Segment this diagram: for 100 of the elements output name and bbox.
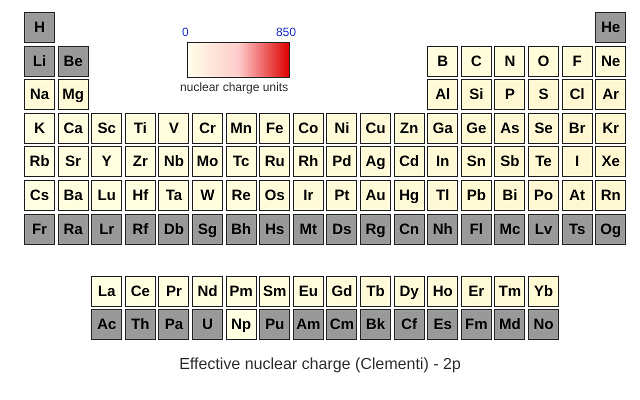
element-cell bbox=[460, 180, 492, 211]
element-symbol: F bbox=[572, 52, 582, 70]
element-cell bbox=[494, 309, 526, 340]
element-cell bbox=[562, 214, 593, 245]
element-symbol: Cu bbox=[366, 120, 386, 137]
element-cell bbox=[158, 214, 190, 245]
element-cell bbox=[124, 146, 156, 178]
element-cell bbox=[58, 46, 89, 77]
element-cell bbox=[259, 309, 290, 340]
element-symbol: Hf bbox=[132, 187, 148, 204]
element-symbol: Re bbox=[232, 187, 251, 204]
element-cell bbox=[326, 214, 358, 245]
element-cell bbox=[427, 112, 458, 144]
element-symbol: N bbox=[504, 52, 516, 70]
element-cell bbox=[360, 309, 391, 340]
element-symbol: Hg bbox=[399, 187, 420, 204]
element-symbol: Dy bbox=[400, 282, 419, 300]
element-symbol: Pu bbox=[265, 316, 284, 334]
element-symbol: C bbox=[470, 52, 482, 70]
element-symbol: Rg bbox=[366, 220, 386, 238]
element-cell bbox=[326, 309, 358, 340]
element-cell bbox=[394, 309, 425, 340]
element-symbol: Co bbox=[298, 120, 318, 137]
element-symbol: Au bbox=[366, 187, 386, 204]
element-cell bbox=[562, 112, 593, 144]
element-symbol: Gd bbox=[331, 282, 352, 300]
element-symbol: Cr bbox=[199, 120, 216, 137]
element-cell bbox=[394, 146, 425, 178]
element-symbol: Zr bbox=[132, 153, 148, 170]
element-cell bbox=[494, 276, 526, 307]
element-cell bbox=[427, 180, 458, 211]
element-cell bbox=[427, 46, 458, 77]
element-cell bbox=[259, 146, 290, 178]
element-cell bbox=[124, 309, 156, 340]
element-cell bbox=[595, 12, 626, 43]
element-symbol: Cf bbox=[401, 316, 417, 334]
element-cell bbox=[192, 276, 223, 307]
element-symbol: Es bbox=[434, 316, 452, 334]
element-cell bbox=[360, 180, 391, 211]
element-cell bbox=[192, 214, 223, 245]
element-cell bbox=[595, 214, 626, 245]
element-symbol: Ar bbox=[602, 86, 620, 104]
element-symbol: Tc bbox=[232, 153, 250, 170]
element-cell bbox=[158, 146, 190, 178]
element-cell bbox=[528, 112, 559, 144]
element-cell bbox=[292, 180, 324, 211]
element-symbol: Fm bbox=[465, 316, 488, 334]
element-symbol: Tl bbox=[436, 187, 450, 204]
element-cell bbox=[124, 214, 156, 245]
element-cell bbox=[91, 180, 122, 211]
element-symbol: Kr bbox=[602, 120, 620, 137]
element-cell bbox=[494, 180, 526, 211]
element-symbol: Og bbox=[600, 220, 622, 238]
element-symbol: Nh bbox=[432, 220, 453, 238]
element-symbol: Mc bbox=[499, 220, 520, 238]
element-cell bbox=[394, 112, 425, 144]
element-symbol: Li bbox=[32, 52, 46, 70]
element-symbol: Ni bbox=[334, 120, 350, 137]
element-symbol: Sc bbox=[98, 120, 116, 137]
element-cell bbox=[460, 79, 492, 110]
element-symbol: Sr bbox=[65, 153, 82, 170]
element-cell bbox=[326, 276, 358, 307]
element-cell bbox=[91, 309, 122, 340]
element-cell bbox=[24, 79, 55, 110]
element-symbol: La bbox=[98, 282, 116, 300]
element-cell bbox=[595, 46, 626, 77]
element-symbol: Sn bbox=[466, 153, 486, 170]
element-cell bbox=[360, 276, 391, 307]
element-cell bbox=[460, 46, 492, 77]
element-symbol: Y bbox=[102, 153, 112, 170]
element-symbol: Lr bbox=[99, 220, 114, 238]
element-symbol: Nb bbox=[164, 153, 184, 170]
element-symbol: Db bbox=[164, 220, 184, 238]
element-symbol: Eu bbox=[298, 282, 318, 300]
element-symbol: Al bbox=[435, 86, 450, 104]
element-cell bbox=[158, 309, 190, 340]
element-symbol: Am bbox=[296, 316, 320, 334]
element-cell bbox=[394, 276, 425, 307]
element-symbol: Pr bbox=[166, 282, 182, 300]
element-cell bbox=[427, 79, 458, 110]
element-cell bbox=[226, 146, 257, 178]
scale-min-label: 0 bbox=[182, 25, 189, 39]
element-cell bbox=[427, 214, 458, 245]
element-symbol: Rn bbox=[600, 187, 621, 204]
element-symbol: Sb bbox=[500, 153, 520, 170]
element-cell bbox=[292, 214, 324, 245]
element-symbol: Ir bbox=[303, 187, 314, 204]
element-symbol: Yb bbox=[534, 282, 554, 300]
element-symbol: Br bbox=[568, 120, 586, 137]
element-cell bbox=[494, 46, 526, 77]
element-cell bbox=[91, 214, 122, 245]
element-symbol: Ca bbox=[64, 120, 83, 137]
element-symbol: Pa bbox=[164, 316, 184, 334]
element-cell bbox=[427, 276, 458, 307]
element-symbol: Mn bbox=[230, 120, 252, 137]
element-cell bbox=[494, 214, 526, 245]
element-symbol: Nd bbox=[198, 282, 218, 300]
element-cell bbox=[494, 146, 526, 178]
element-cell bbox=[360, 146, 391, 178]
element-symbol: Cd bbox=[399, 153, 420, 170]
